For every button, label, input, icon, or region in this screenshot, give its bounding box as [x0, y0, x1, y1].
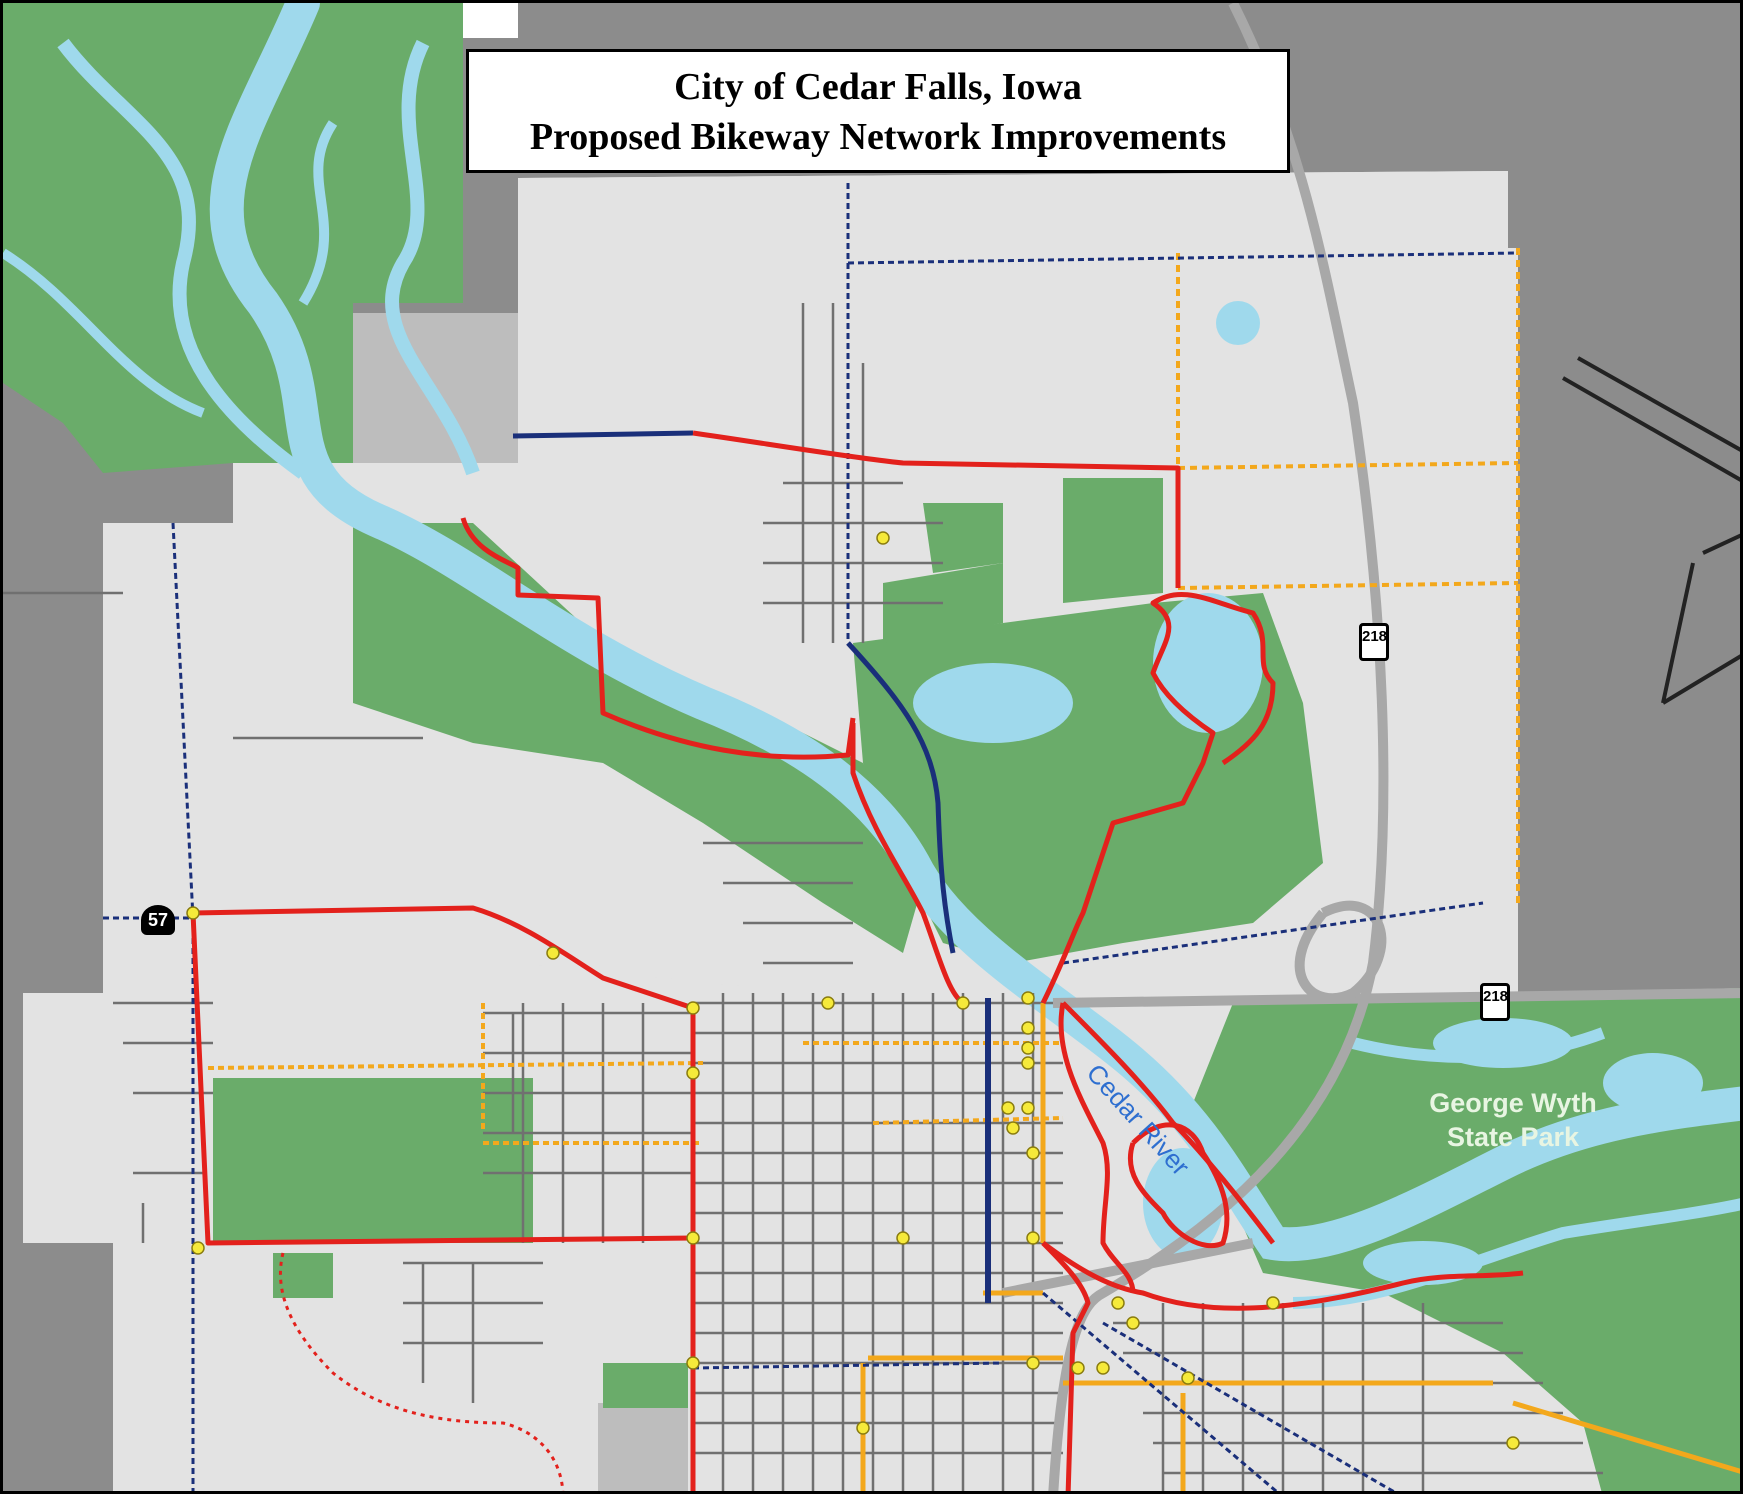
river-branch	[57, 38, 480, 479]
ia-57-shield: 57	[141, 905, 175, 935]
park-label-line2: State Park	[1446, 1122, 1580, 1152]
sw-park	[213, 1078, 533, 1243]
river-branch-2	[3, 120, 338, 418]
lake-north	[1153, 593, 1263, 733]
park-label-line1: George Wyth	[1429, 1088, 1597, 1118]
map-title-line1: City of Cedar Falls, Iowa	[674, 66, 1082, 108]
lake-center	[913, 663, 1073, 743]
green-strip-north	[1063, 478, 1163, 603]
street-grid	[3, 303, 1603, 1491]
park-label: George Wyth State Park	[1403, 1086, 1623, 1154]
lake-park-1	[1433, 1018, 1573, 1068]
lake-small	[1216, 301, 1260, 345]
river-bottom-park	[353, 523, 923, 953]
lake-park-3	[1363, 1241, 1483, 1285]
green-patch-2	[923, 503, 1003, 573]
gray-parcel-2	[598, 1403, 688, 1491]
map-canvas	[3, 3, 1740, 1491]
us-218-shield-east: 218	[1480, 983, 1510, 1021]
airport-runways	[1562, 356, 1740, 705]
us-218-shield-north: 218	[1359, 623, 1389, 661]
map-title-line2: Proposed Bikeway Network Improvements	[529, 116, 1227, 158]
trail-nodes	[186, 531, 1520, 1450]
green-south	[603, 1363, 688, 1408]
cedar-river	[209, 3, 1740, 1262]
map-title: City of Cedar Falls, Iowa Proposed Bikew…	[466, 49, 1290, 173]
highways	[1002, 3, 1740, 1491]
lake-park-2	[1603, 1053, 1703, 1113]
trails	[190, 430, 1524, 1491]
